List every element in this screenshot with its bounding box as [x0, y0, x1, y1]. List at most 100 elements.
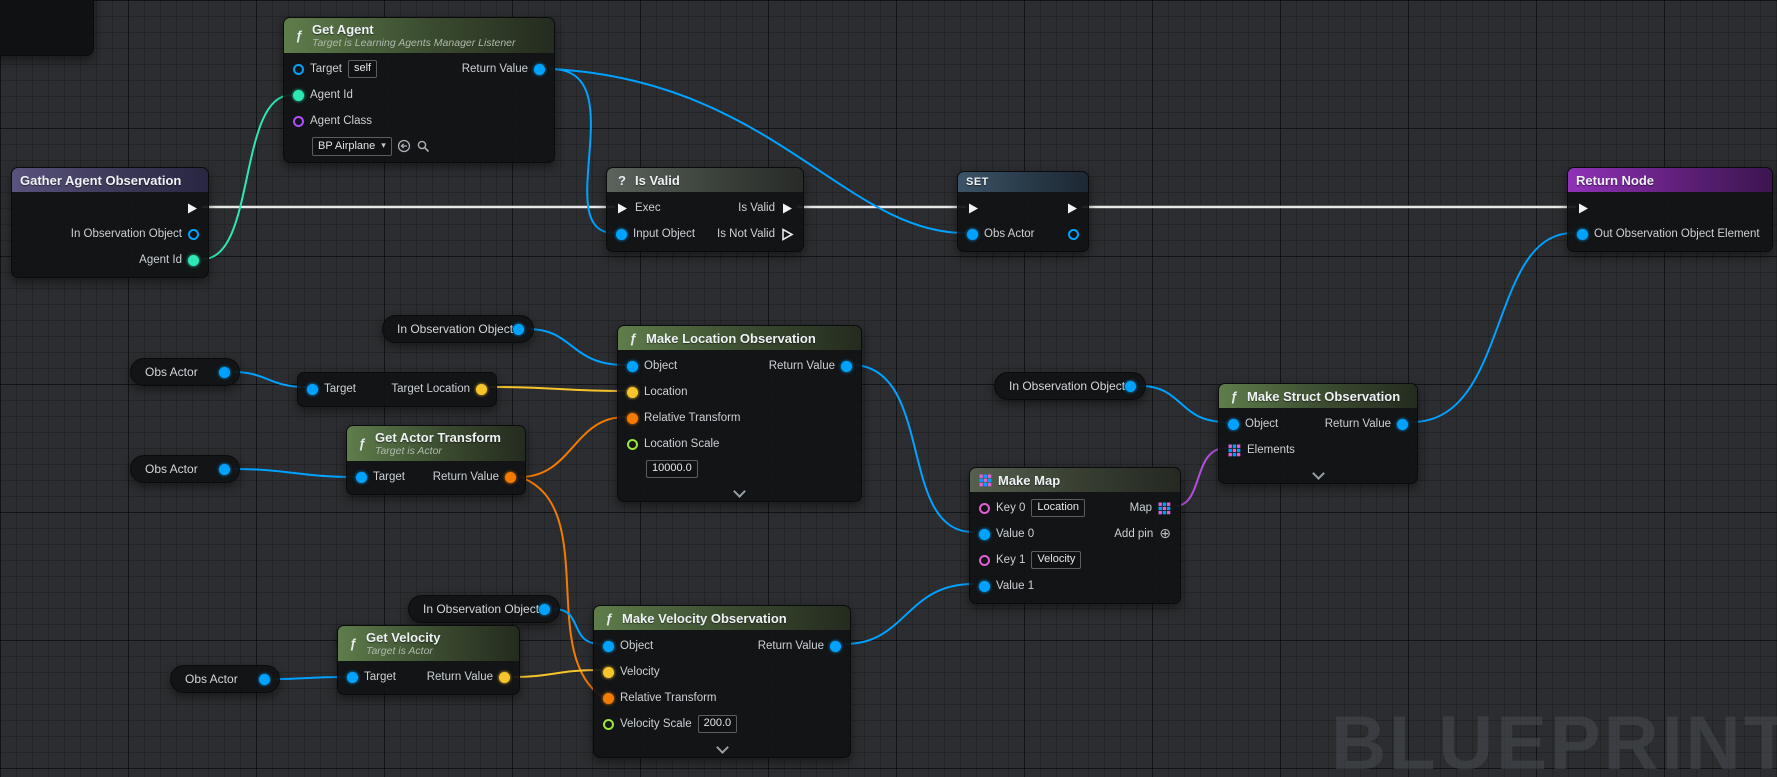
- pin-return-value[interactable]: Return Value: [769, 360, 852, 372]
- pin-velocity[interactable]: Velocity: [603, 666, 660, 678]
- pin-return-value[interactable]: Return Value: [433, 471, 516, 483]
- object-pin-icon[interactable]: [1397, 418, 1408, 430]
- class-picker-dropdown[interactable]: BP Airplane▾: [312, 136, 392, 156]
- browse-icon[interactable]: [416, 139, 430, 153]
- object-pin-icon[interactable]: [1577, 228, 1588, 240]
- use-selected-icon[interactable]: [397, 139, 411, 153]
- literal-field[interactable]: 200.0: [697, 715, 738, 733]
- object-pin-icon[interactable]: [356, 471, 367, 483]
- key-pin-icon[interactable]: [979, 554, 990, 566]
- pin-object[interactable]: Object: [603, 640, 653, 652]
- collapse-button[interactable]: [618, 485, 861, 501]
- object-pin-icon[interactable]: [1125, 380, 1137, 392]
- exec-pin-icon[interactable]: [1066, 202, 1079, 215]
- float-pin-icon[interactable]: [603, 718, 614, 730]
- node-in-observation-object-1[interactable]: In Observation Object: [382, 315, 534, 343]
- object-pin-icon[interactable]: [513, 323, 525, 335]
- vector-pin-icon[interactable]: [627, 386, 638, 398]
- pin-target[interactable]: Target: [347, 671, 396, 683]
- object-pin-icon[interactable]: [1068, 228, 1079, 240]
- pin-target-location[interactable]: Target Location: [391, 383, 487, 395]
- int-pin-icon[interactable]: [293, 89, 304, 101]
- pin-map[interactable]: Map: [1130, 502, 1171, 515]
- node-obs-actor-1[interactable]: Obs Actor: [130, 358, 240, 386]
- pin-object[interactable]: Object: [627, 360, 677, 372]
- exec-pin-icon[interactable]: [967, 202, 980, 215]
- object-pin-icon[interactable]: [293, 63, 304, 75]
- collapse-button[interactable]: [1219, 467, 1417, 483]
- pin-relative-transform[interactable]: Relative Transform: [603, 692, 717, 704]
- exec-pin-icon[interactable]: [616, 202, 629, 215]
- object-pin-icon[interactable]: [841, 360, 852, 372]
- pin-elements[interactable]: Elements: [1228, 444, 1295, 457]
- pin-relative-transform[interactable]: Relative Transform: [627, 412, 741, 424]
- node-obs-actor-2[interactable]: Obs Actor: [130, 455, 240, 483]
- pin-object[interactable]: [1068, 228, 1079, 240]
- class-pin-icon[interactable]: [293, 115, 304, 127]
- scale-field[interactable]: 10000.0: [646, 460, 698, 478]
- object-pin-icon[interactable]: [188, 228, 199, 240]
- pin-return-value[interactable]: Return Value: [427, 671, 510, 683]
- pin-target[interactable]: Target: [356, 471, 405, 483]
- object-pin-icon[interactable]: [219, 366, 230, 378]
- vector-pin-icon[interactable]: [603, 666, 614, 678]
- pin-return-value[interactable]: Return Value: [462, 63, 545, 75]
- pin-target[interactable]: Target: [307, 383, 356, 395]
- object-pin-icon[interactable]: [534, 63, 545, 75]
- map-pin-icon[interactable]: [1158, 502, 1171, 515]
- node-get-actor-location[interactable]: Target Target Location: [297, 372, 497, 407]
- pin-is-not-valid[interactable]: Is Not Valid: [717, 227, 794, 241]
- pin-agent-id[interactable]: Agent Id: [293, 89, 353, 101]
- object-pin-icon[interactable]: [967, 228, 978, 240]
- object-pin-icon[interactable]: [627, 360, 638, 372]
- object-pin-icon[interactable]: [1228, 418, 1239, 430]
- pin-obs-actor[interactable]: Obs Actor: [967, 228, 1035, 240]
- exec-pin-icon[interactable]: [781, 202, 794, 215]
- object-pin-icon[interactable]: [979, 580, 990, 592]
- pin-value-1[interactable]: Value 1: [979, 580, 1034, 592]
- pin-object[interactable]: Object: [1228, 418, 1278, 430]
- pin-location[interactable]: Location: [627, 386, 687, 398]
- pin-exec[interactable]: [186, 202, 199, 215]
- pin-return-value[interactable]: Return Value: [758, 640, 841, 652]
- pin-exec[interactable]: Exec: [616, 202, 661, 215]
- object-pin-icon[interactable]: [539, 603, 551, 615]
- pin-is-valid[interactable]: Is Valid: [738, 202, 794, 215]
- pin-agent-id[interactable]: Agent Id: [139, 254, 199, 266]
- transform-pin-icon[interactable]: [627, 412, 638, 424]
- int-pin-icon[interactable]: [188, 254, 199, 266]
- transform-pin-icon[interactable]: [505, 471, 516, 483]
- pin-in-observation-object[interactable]: In Observation Object: [71, 228, 199, 240]
- pin-exec[interactable]: [1577, 202, 1590, 215]
- key-pin-icon[interactable]: [979, 502, 990, 514]
- object-pin-icon[interactable]: [616, 228, 627, 240]
- pin-value-0[interactable]: Value 0: [979, 528, 1034, 540]
- pin-location-scale[interactable]: Location Scale: [627, 438, 719, 450]
- collapse-button[interactable]: [594, 741, 850, 757]
- object-pin-icon[interactable]: [219, 463, 230, 475]
- node-in-observation-object-2[interactable]: In Observation Object: [994, 372, 1146, 400]
- object-pin-icon[interactable]: [979, 528, 990, 540]
- object-pin-icon[interactable]: [603, 640, 614, 652]
- literal-field[interactable]: Velocity: [1031, 551, 1082, 569]
- exec-pin-icon[interactable]: [1577, 202, 1590, 215]
- vector-pin-icon[interactable]: [499, 671, 510, 683]
- node-obs-actor-3[interactable]: Obs Actor: [170, 665, 280, 693]
- object-pin-icon[interactable]: [259, 673, 270, 685]
- pin-exec[interactable]: [1066, 202, 1079, 215]
- object-pin-icon[interactable]: [307, 383, 318, 395]
- pin-out-observation-object-element[interactable]: Out Observation Object Element: [1577, 228, 1760, 240]
